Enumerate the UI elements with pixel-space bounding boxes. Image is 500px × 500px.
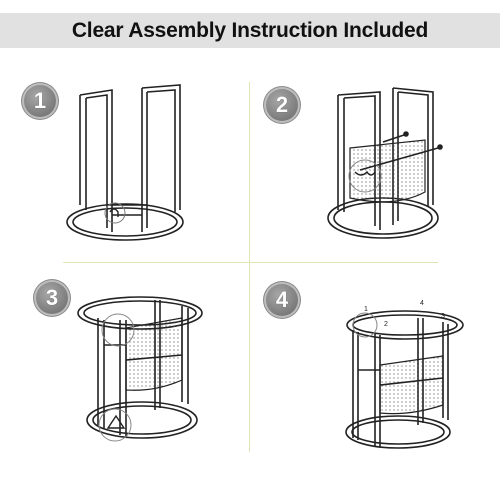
step-1-badge: 1 xyxy=(24,85,56,117)
step-2-badge: 2 xyxy=(266,89,298,121)
callout-1: 1 xyxy=(364,306,368,313)
callout-4: 4 xyxy=(420,300,424,307)
callout-2: 2 xyxy=(384,321,388,328)
step-2-number: 2 xyxy=(275,92,289,117)
step-4-badge: 4 xyxy=(266,284,298,316)
step-4-number: 4 xyxy=(275,287,289,312)
step-1-number: 1 xyxy=(33,88,47,113)
step-3-number: 3 xyxy=(45,285,59,310)
horizontal-divider xyxy=(63,262,438,263)
callout-3: 3 xyxy=(441,313,445,320)
header-banner: Clear Assembly Instruction Included xyxy=(0,13,500,48)
step-3-badge: 3 xyxy=(36,282,68,314)
banner-title: Clear Assembly Instruction Included xyxy=(71,18,429,42)
vertical-divider-top xyxy=(249,82,250,262)
vertical-divider-bottom xyxy=(249,262,250,452)
